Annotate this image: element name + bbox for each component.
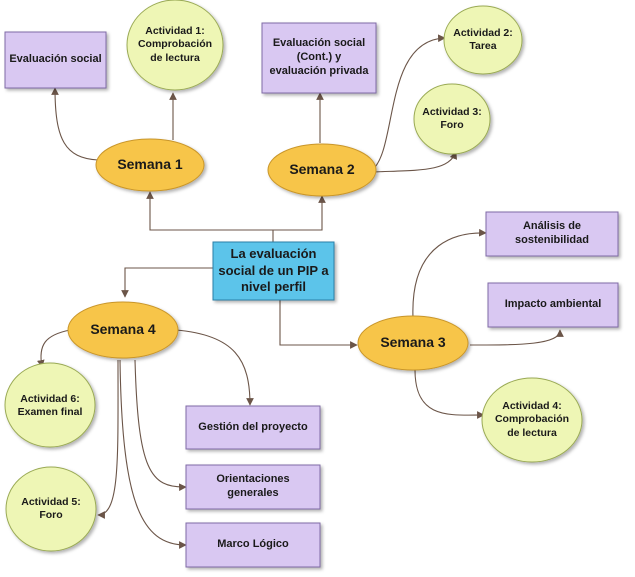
semana-1-node: Semana 1 xyxy=(117,156,183,173)
box-impacto-shape xyxy=(487,282,619,328)
connector-semana4-gestion xyxy=(175,329,254,406)
impacto-ambiental-box: Impacto ambiental xyxy=(504,298,602,311)
semana-3-node: Semana 3 xyxy=(380,334,446,351)
actividad6-shape xyxy=(4,362,96,448)
actividad5-shape xyxy=(5,466,97,552)
connector-semana1-evaluacion-social xyxy=(51,87,99,161)
connector-semana4-actividad6 xyxy=(36,329,71,368)
orientaciones-generales-box: Orientaciones generales xyxy=(216,473,290,499)
actividad1-shape xyxy=(126,0,224,91)
connector-semana4-actividad5 xyxy=(97,359,119,519)
box-orientaciones-shape xyxy=(185,464,321,510)
actividad2-shape xyxy=(443,5,523,75)
box-marco-shape xyxy=(185,522,321,568)
semana1-shape xyxy=(95,138,205,192)
semana3-shape xyxy=(357,315,469,371)
gestion-proyecto-box: Gestión del proyecto xyxy=(198,420,308,433)
actividad3-shape xyxy=(413,83,491,155)
semana-4-node: Semana 4 xyxy=(90,321,156,338)
center-topic: La evaluación social de un PIP a nivel p… xyxy=(218,245,329,295)
evaluacion-social-privada-box: Evaluación social (Cont.) y evaluación p… xyxy=(269,37,369,77)
actividad-3-node: Actividad 3: Foro xyxy=(422,105,482,131)
connector-center-semana4 xyxy=(121,267,213,298)
connector-semana4-marco xyxy=(119,359,187,549)
actividad-6-node: Actividad 6: Examen final xyxy=(17,392,83,418)
semana2-shape xyxy=(267,143,377,197)
box-evaluacion-privada-shape xyxy=(261,22,377,94)
actividad-1-node: Actividad 1: Comprobación de lectura xyxy=(137,25,213,64)
connector-semana4-orientaciones xyxy=(134,359,187,492)
connector-semana3-actividad4 xyxy=(414,369,485,419)
semana-2-node: Semana 2 xyxy=(289,161,355,178)
actividad-4-node: Actividad 4: Comprobación de lectura xyxy=(494,400,570,439)
connector-center-semana2 xyxy=(273,195,326,231)
box-evaluacion-social-shape xyxy=(4,31,107,89)
connector-semana3-impacto xyxy=(469,329,564,346)
connector-semana2-actividad2 xyxy=(371,34,446,171)
connector-semana2-actividad3 xyxy=(371,151,457,173)
box-gestion-shape xyxy=(185,405,321,450)
connector-center-semana3 xyxy=(279,300,358,349)
actividad-2-node: Actividad 2: Tarea xyxy=(453,26,513,52)
box-analisis-shape xyxy=(485,211,619,257)
shapes xyxy=(4,0,619,568)
actividad-5-node: Actividad 5: Foro xyxy=(21,495,81,521)
actividad4-shape xyxy=(481,377,583,463)
evaluacion-social-box: Evaluación social xyxy=(9,53,102,66)
marco-logico-box: Marco Lógico xyxy=(217,538,289,551)
center-topic-shape xyxy=(212,241,335,301)
semana4-shape xyxy=(67,301,179,359)
connector-center-semana1 xyxy=(146,191,274,242)
analisis-sostenibilidad-box: Análisis de sostenibilidad xyxy=(515,220,589,246)
connectors xyxy=(36,34,564,549)
connector-semana3-analisis xyxy=(412,228,487,319)
